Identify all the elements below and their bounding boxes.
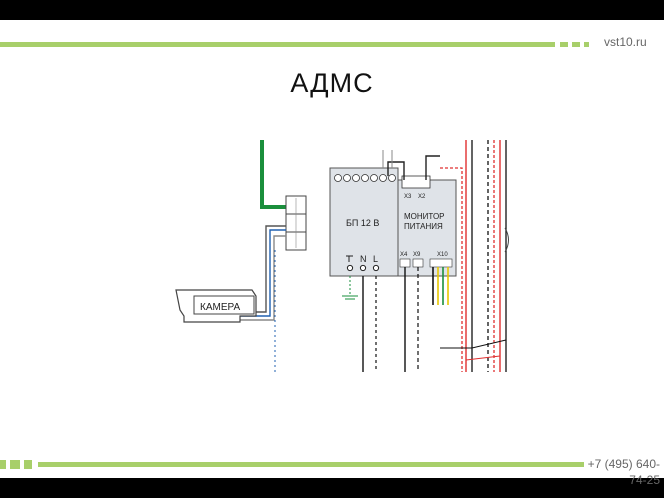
x4-label: X4 — [400, 252, 408, 258]
bottom-wire — [440, 339, 507, 349]
x9-label: X9 — [413, 252, 421, 258]
line-label: L — [373, 254, 378, 264]
monitor-top-wire — [425, 155, 440, 180]
x10-label: X10 — [437, 252, 448, 258]
power-supply: БП 12 В N L — [329, 167, 399, 277]
power-supply-label: БП 12 В — [346, 218, 379, 228]
site-url: vst10.ru — [604, 35, 647, 49]
page-title: АДМС — [290, 68, 374, 98]
monitor-top-wire — [387, 161, 405, 180]
camera-label: КАМЕРА — [200, 302, 240, 313]
bottom-accent-line — [38, 462, 584, 467]
camera: КАМЕРА — [175, 289, 257, 323]
ground-symbol — [342, 276, 358, 300]
bottom-accent-square — [0, 460, 6, 469]
power-monitor: X3 X2 МОНИТОР ПИТАНИЯ X4 X9 X10 — [397, 175, 457, 277]
top-black-bar — [0, 0, 664, 20]
side-component — [504, 227, 509, 253]
top-accent-square — [560, 42, 568, 47]
x3-label: X3 — [404, 194, 412, 200]
bottom-accent-square — [10, 460, 20, 469]
x2-label: X2 — [418, 194, 426, 200]
monitor-label-line2: ПИТАНИЯ — [404, 222, 443, 231]
bottom-accent-square — [24, 460, 32, 469]
monitor-label-line1: МОНИТОР — [404, 212, 445, 221]
neutral-label: N — [360, 254, 367, 264]
bottom-black-bar — [0, 478, 664, 498]
top-accent-square — [572, 42, 580, 47]
top-accent-line — [0, 42, 555, 47]
green-wire — [260, 140, 286, 209]
phone-number: +7 (495) 640-74-25 — [587, 457, 660, 487]
x10-wires — [432, 267, 449, 305]
red-dashed-wire — [440, 167, 463, 372]
top-accent-square — [584, 42, 589, 47]
bottom-wire — [465, 355, 501, 361]
terminal-block — [285, 195, 307, 251]
